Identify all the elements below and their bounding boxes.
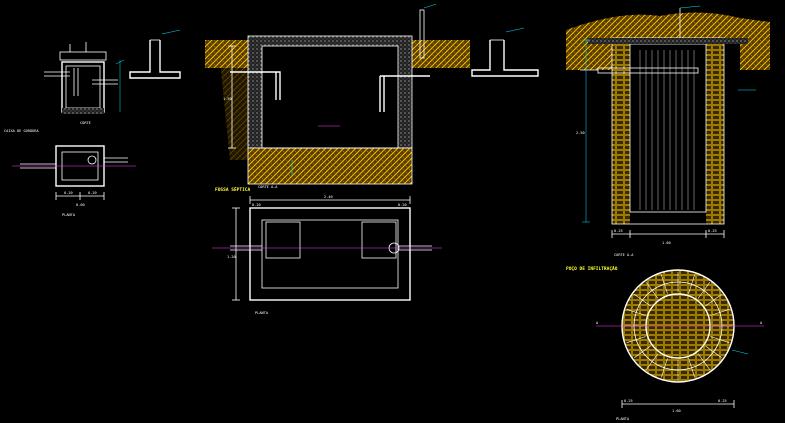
section-a-left: A [596, 321, 599, 325]
ring-brick-joint [710, 309, 730, 316]
grease-trap-plan: CAIXA DE GORDURA 0.20 0.20 0.60 PLANTA [4, 129, 136, 217]
ring-brick-joint [697, 282, 710, 299]
ring-brick-joint [661, 358, 668, 378]
fossa-planta-label: PLANTA [255, 311, 269, 315]
pipe-stub-right [471, 27, 539, 77]
ring-brick-joint [697, 353, 710, 370]
ring-brick-joint [688, 274, 695, 294]
septic-tank-section: 1.50 CORTE A-A [205, 3, 470, 189]
poco-dim-wall-r: 0.25 [708, 229, 717, 233]
ring-brick-joint [634, 345, 651, 358]
poco-plan-wall-r: 0.25 [718, 399, 727, 403]
caixa-title: CAIXA DE GORDURA [4, 129, 39, 133]
caixa-dim-a: 0.20 [64, 191, 73, 195]
fossa-dim-h: 1.50 [223, 97, 232, 101]
poco-dim-d: 1.60 [662, 241, 671, 245]
ring-brick-joint [661, 274, 668, 294]
gravel-core [639, 50, 695, 210]
ring-brick-joint [626, 336, 646, 343]
pipe-stub-left [129, 29, 181, 79]
poco-plan-wall-l: 0.25 [624, 399, 633, 403]
caixa-planta-label: PLANTA [62, 213, 76, 217]
fossa-title: FOSSA SÉPTICA [215, 185, 251, 193]
ring-brick-joint [705, 294, 722, 307]
poco-plan-d: 1.60 [672, 409, 681, 413]
ring-brick-joint [705, 345, 722, 358]
ring-brick-joint [634, 294, 651, 307]
fossa-dim-w: 1.20 [227, 255, 236, 259]
ring-brick-joint [646, 353, 659, 370]
poco-title: POÇO DE INFILTRAÇÃO [566, 265, 618, 272]
caixa-dim-b: 0.20 [88, 191, 97, 195]
fossa-dim-in-right: 0.20 [398, 203, 407, 207]
ring-brick-joint [646, 282, 659, 299]
ring-brick-joint [688, 358, 695, 378]
poco-planta-label: PLANTA [616, 417, 630, 421]
poco-dim-wall-l: 0.25 [614, 229, 623, 233]
seepage-pit-section: 2.50 0.25 0.25 1.60 CORTE A-A [566, 5, 770, 257]
septic-tank-plan: FOSSA SÉPTICA 2.40 0.20 0.20 1.20 PLANTA [212, 185, 442, 315]
ring-brick-joint [626, 309, 646, 316]
fossa-dim-in-left: 0.20 [252, 203, 261, 207]
poco-corte-label: CORTE A-A [614, 253, 634, 257]
seepage-pit-plan: POÇO DE INFILTRAÇÃO A A 0.25 0.25 1.60 P… [566, 265, 764, 421]
caixa-corte-label: CORTE [80, 121, 91, 125]
section-a-right: A [760, 321, 763, 325]
fossa-dim-len: 2.40 [324, 195, 333, 199]
fossa-corte-label: CORTE A-A [258, 185, 278, 189]
caixa-dim-w: 0.60 [76, 203, 85, 207]
poco-dim-h: 2.50 [576, 131, 585, 135]
ring-brick-joint [710, 336, 730, 343]
grease-trap-section: CORTE [44, 42, 125, 125]
